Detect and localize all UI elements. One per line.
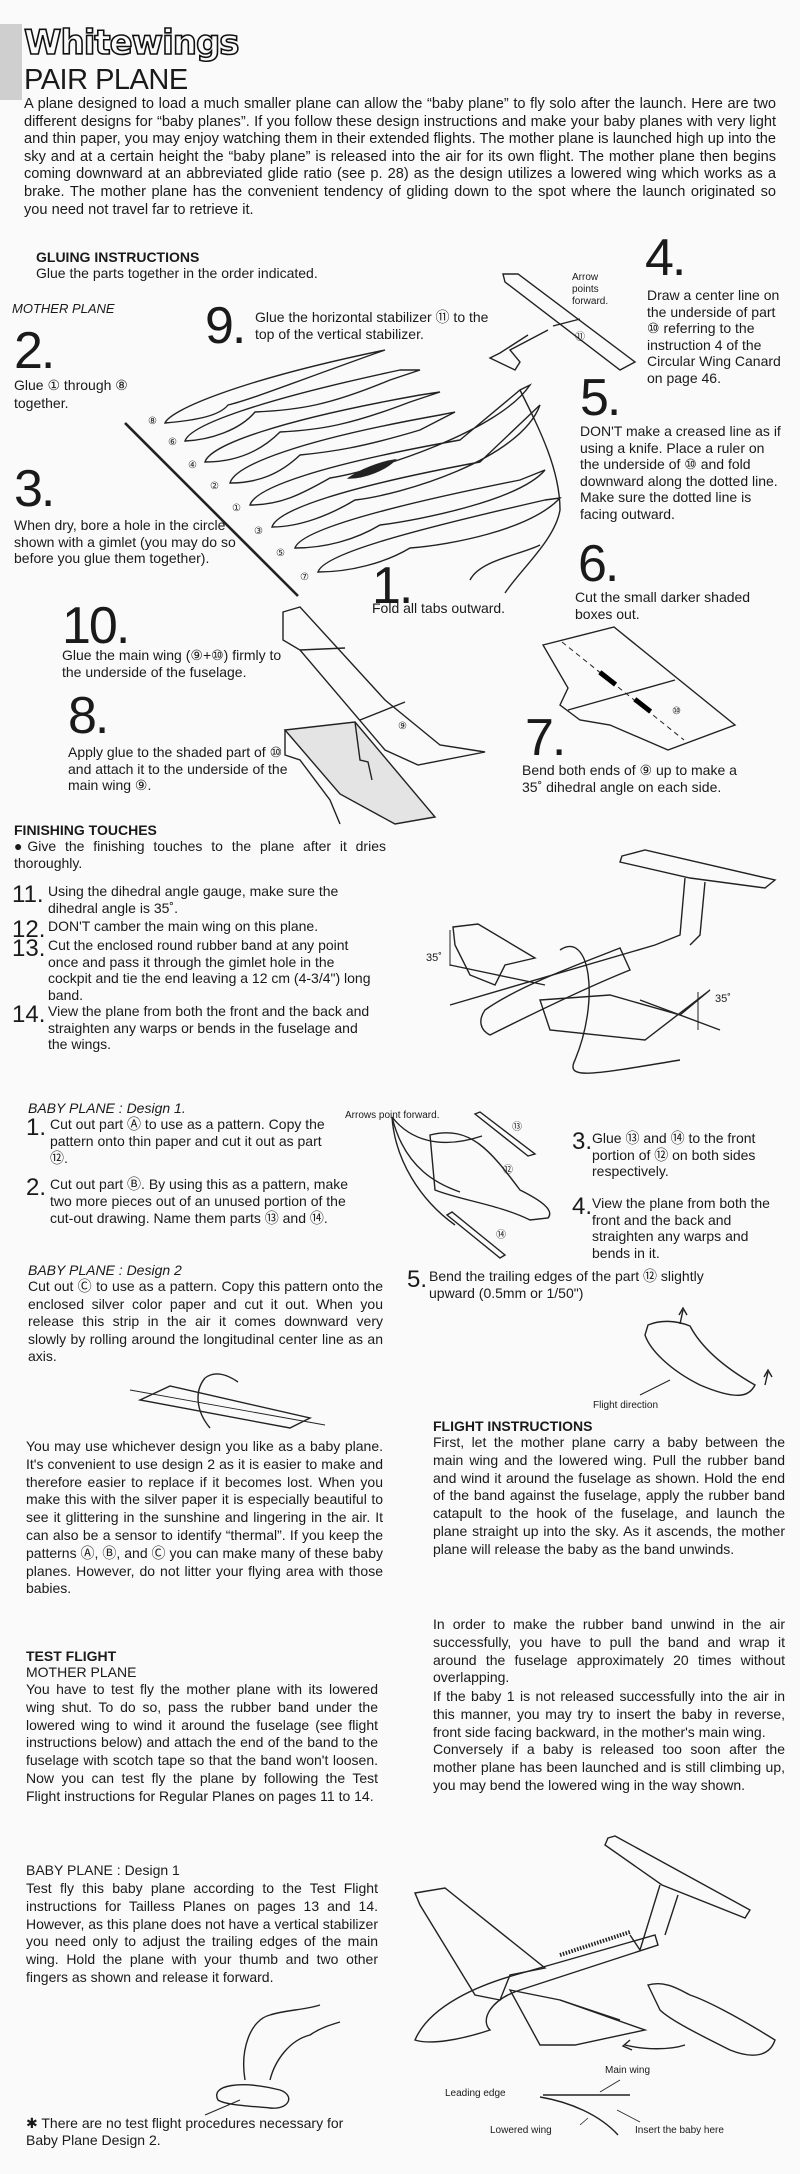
- design-choice-paragraph: You may use whichever design you like as…: [26, 1438, 383, 1597]
- test-flight-mother-label: MOTHER PLANE: [26, 1664, 137, 1680]
- step-10-number: 10.: [62, 597, 130, 655]
- baby-step-2: 2.Cut out part Ⓑ. By using this as a pat…: [26, 1174, 349, 1227]
- step-4-text: Draw a center line on the underside of p…: [647, 287, 781, 386]
- layer-label-2: ②: [210, 481, 219, 492]
- finishing-step-13: 13.Cut the enclosed round rubber band at…: [12, 935, 371, 1003]
- test-flight-baby-label: BABY PLANE : Design 1: [26, 1862, 180, 1878]
- page-title: PAIR PLANE: [24, 64, 188, 96]
- step-10-text: Glue the main wing (⑨+⑩) firmly to the u…: [62, 647, 282, 680]
- step-1-text: Fold all tabs outward.: [372, 600, 506, 616]
- step-6-number: 6.: [578, 535, 619, 593]
- finishing-heading: FINISHING TOUCHES: [14, 822, 157, 838]
- step-1-number: 1.: [372, 557, 413, 615]
- test-flight-baby-text: Test fly this baby plane according to th…: [26, 1880, 378, 1985]
- gluing-heading: GLUING INSTRUCTIONS: [36, 249, 200, 265]
- flight-paragraph-4: Conversely if a baby is released too soo…: [433, 1741, 785, 1793]
- baby-design-1-label: BABY PLANE : Design 1.: [28, 1100, 186, 1116]
- test-flight-note: ✱ There are no test flight procedures ne…: [26, 2115, 344, 2148]
- part-9-label: ⑨: [398, 721, 407, 732]
- finishing-step-14: 14.View the plane from both the front an…: [12, 1001, 370, 1053]
- step-4-number: 4.: [645, 229, 686, 287]
- step-8-number: 8.: [68, 687, 109, 745]
- layer-label-1: ①: [232, 503, 241, 514]
- arrows-point-forward-note: Arrows point forward.: [345, 1110, 440, 1121]
- angle-label-right: 35˚: [715, 993, 731, 1005]
- step-5-number: 5.: [580, 369, 621, 427]
- layer-label-7: ⑦: [300, 572, 309, 583]
- step-5-text: DON'T make a creased line as if using a …: [580, 423, 781, 522]
- leading-edge-label: Leading edge: [445, 2088, 506, 2099]
- step-7-number: 7.: [525, 709, 566, 767]
- arrow-points-forward-note: Arrow points forward.: [572, 272, 609, 307]
- step-8-text: Apply glue to the shaded part of ⑩ and a…: [68, 744, 288, 793]
- mother-plane-label: MOTHER PLANE: [12, 301, 115, 316]
- part-10-label: ⑩: [672, 706, 681, 717]
- layer-label-3: ③: [254, 526, 263, 537]
- part-13-label: ⑬: [512, 1122, 522, 1133]
- title-shade-bar: [0, 24, 22, 100]
- brand-logo: Whitewings: [23, 23, 240, 63]
- baby-step-1: 1.Cut out part Ⓐ to use as a pattern. Co…: [26, 1114, 325, 1167]
- step-7-text: Bend both ends of ⑨ up to make a 35˚ dih…: [522, 762, 737, 795]
- finishing-step-11: 11.Using the dihedral angle gauge, make …: [12, 881, 339, 916]
- part-14-label: ⑭: [496, 1230, 506, 1241]
- flight-paragraph-2: In order to make the rubber band unwind …: [433, 1616, 785, 1686]
- insert-baby-label: Insert the baby here: [635, 2125, 724, 2136]
- angle-label-left: 35˚: [426, 952, 442, 964]
- flight-direction-label: Flight direction: [593, 1400, 659, 1411]
- baby-step-3: 3.Glue ⑬ and ⑭ to the front portion of ⑫…: [572, 1128, 756, 1180]
- flight-paragraph-1: First, let the mother plane carry a baby…: [433, 1434, 785, 1557]
- part-11-label: ⑪: [575, 332, 585, 343]
- part-12-label: ⑫: [503, 1165, 513, 1176]
- step-9-text: Glue the horizontal stabilizer ⑪ to the …: [255, 309, 489, 342]
- test-flight-heading: TEST FLIGHT: [26, 1648, 117, 1664]
- finishing-step-12: 12.DON'T camber the main wing on this pl…: [12, 916, 319, 943]
- step-3-number: 3.: [14, 460, 55, 518]
- step-3-text: When dry, bore a hole in the circle show…: [14, 517, 236, 566]
- flight-heading: FLIGHT INSTRUCTIONS: [433, 1418, 593, 1434]
- gluing-subheading: Glue the parts together in the order ind…: [36, 265, 318, 281]
- main-wing-label: Main wing: [605, 2065, 651, 2076]
- finishing-bullet: ●Give the finishing touches to the plane…: [14, 838, 386, 871]
- step-2-text: Glue ① through ⑧ together.: [14, 377, 128, 411]
- step-9-number: 9.: [205, 297, 246, 355]
- baby-step-5: 5.Bend the trailing edges of the part ⑫ …: [407, 1266, 704, 1301]
- layer-label-5: ⑤: [276, 548, 285, 559]
- step-2-number: 2.: [14, 322, 55, 380]
- step-6-text: Cut the small darker shaded boxes out.: [575, 589, 751, 622]
- test-flight-mother-text: You have to test fly the mother plane wi…: [26, 1681, 378, 1804]
- bullet-icon: ●: [14, 838, 28, 854]
- baby-design-2-label: BABY PLANE : Design 2: [28, 1262, 182, 1278]
- flight-paragraph-3: If the baby 1 is not released successful…: [433, 1688, 785, 1740]
- layer-label-4: ④: [188, 460, 197, 471]
- baby-step-4: 4.View the plane from both the front and…: [572, 1193, 770, 1261]
- baby-design-2-text: Cut out Ⓒ to use as a pattern. Copy this…: [28, 1278, 383, 1364]
- layer-label-8: ⑧: [148, 416, 157, 427]
- layer-label-6: ⑥: [168, 437, 177, 448]
- intro-paragraph: A plane designed to load a much smaller …: [24, 96, 776, 218]
- lowered-wing-label: Lowered wing: [490, 2125, 552, 2136]
